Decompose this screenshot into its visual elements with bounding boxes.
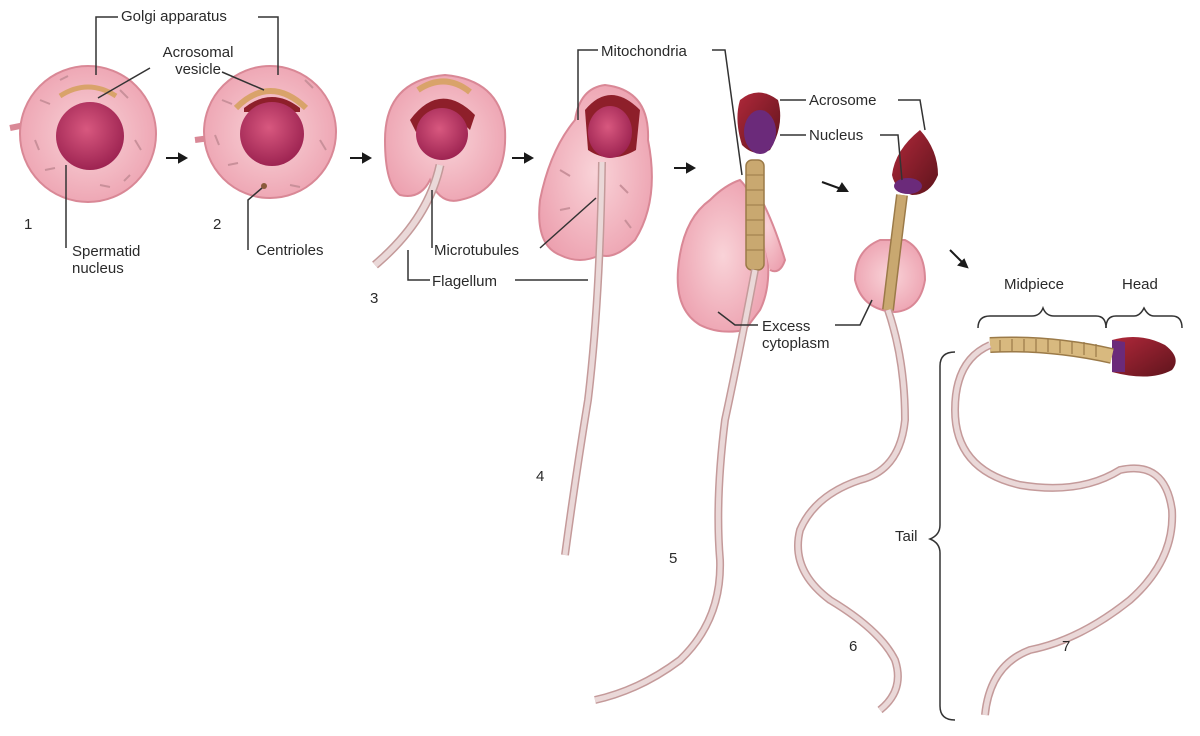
stage-6-cell	[794, 130, 938, 714]
label-spermatid-nucleus-line2: nucleus	[72, 260, 124, 277]
brackets	[927, 305, 1183, 721]
stage-1-cell	[9, 65, 157, 203]
stage-4-cell	[538, 83, 653, 556]
stage-7-cell	[950, 336, 1177, 716]
label-tail: Tail	[895, 528, 918, 545]
label-centrioles: Centrioles	[256, 242, 324, 259]
stage-number-4: 4	[536, 468, 545, 485]
stage-arrows	[166, 152, 969, 269]
stage-5-cell	[594, 92, 787, 704]
label-acrosomal-vesicle-line2: vesicle	[175, 61, 221, 78]
label-spermatid-nucleus: Spermatid nucleus	[72, 243, 140, 277]
label-microtubules: Microtubules	[434, 242, 520, 259]
stage-number-5: 5	[669, 550, 678, 567]
label-excess-cytoplasm: Excess cytoplasm	[762, 318, 830, 352]
label-acrosome: Acrosome	[809, 92, 877, 109]
label-spermatid-nucleus-line1: Spermatid	[72, 243, 141, 260]
label-acrosomal-vesicle: Acrosomal vesicle	[148, 44, 248, 78]
label-excess-cytoplasm-line2: cytoplasm	[762, 335, 830, 352]
label-midpiece: Midpiece	[1004, 276, 1065, 293]
stage-number-7: 7	[1062, 638, 1071, 655]
label-mitochondria: Mitochondria	[601, 43, 687, 60]
stage-number-1: 1	[24, 216, 33, 233]
label-acrosomal-vesicle-line1: Acrosomal	[162, 44, 234, 61]
stage-number-2: 2	[213, 216, 222, 233]
label-excess-cytoplasm-line1: Excess	[762, 318, 811, 335]
stage-2-cell	[194, 65, 337, 199]
stage-number-3: 3	[370, 290, 379, 307]
label-golgi-apparatus: Golgi apparatus	[121, 8, 227, 25]
leader-lines	[65, 16, 926, 326]
label-flagellum: Flagellum	[432, 273, 498, 290]
stage-number-6: 6	[849, 638, 858, 655]
label-nucleus: Nucleus	[809, 127, 864, 144]
label-head: Head	[1122, 276, 1158, 293]
stage-3-cell	[372, 73, 507, 269]
